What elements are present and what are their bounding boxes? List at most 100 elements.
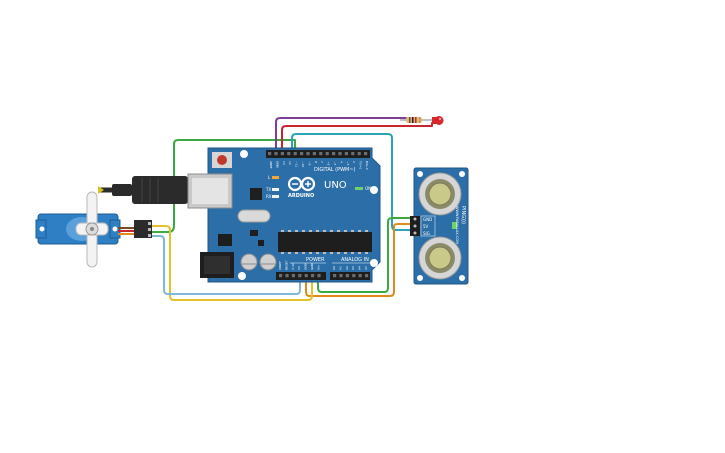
- power-pin-socket[interactable]: [291, 274, 295, 278]
- sensor-mount-hole: [417, 275, 423, 281]
- analog-pin-socket[interactable]: [365, 274, 369, 278]
- digital-pin-label: RX←0: [365, 161, 369, 170]
- ultrasonic-sensor[interactable]: GND 5V SIG PING))) WWW.PARALLAX.COM: [410, 167, 469, 285]
- small-chip: [258, 240, 264, 246]
- voltage-regulator: [218, 234, 232, 246]
- servo-pin: [148, 228, 151, 231]
- analog-pin-label: A3: [351, 266, 355, 270]
- sensor-model: PING))): [460, 206, 466, 224]
- wire-purple-led[interactable]: [275, 117, 407, 153]
- digital-pin-socket[interactable]: [364, 152, 368, 156]
- digital-pin-socket[interactable]: [280, 152, 284, 156]
- rx-led: [272, 195, 279, 198]
- sensor-pin-5v: 5V: [423, 224, 429, 229]
- l-label: L: [268, 175, 271, 180]
- transducer-top-mesh: [428, 182, 452, 206]
- resistor-band: [415, 117, 417, 123]
- digital-pin-label: 12: [288, 161, 292, 165]
- digital-pin-socket[interactable]: [319, 152, 323, 156]
- reset-button[interactable]: [217, 155, 227, 165]
- wire-green-5v[interactable]: [317, 217, 419, 293]
- digital-pin-label: ~6: [327, 161, 331, 166]
- sensor-pin-gnd: GND: [423, 217, 432, 222]
- board-brand: ARDUINO: [288, 193, 314, 199]
- digital-label: DIGITAL (PWM~): [314, 167, 356, 173]
- resistor[interactable]: [400, 117, 428, 123]
- red-led[interactable]: [428, 116, 444, 125]
- power-pin-label: 3.3V: [291, 262, 295, 270]
- digital-pin-label: 4: [339, 161, 343, 163]
- digital-header[interactable]: [266, 150, 370, 158]
- servo-mount-hole: [39, 226, 45, 232]
- power-pin-label: 5V: [297, 265, 301, 270]
- digital-pin-label: TX→1: [359, 160, 363, 169]
- sensor-activity-led: [452, 222, 457, 229]
- digital-pin-socket[interactable]: [287, 152, 291, 156]
- analog-label: ANALOG IN: [341, 257, 369, 263]
- usb-plug-tip: [98, 186, 104, 194]
- wire-yellow-servo-power[interactable]: [151, 225, 313, 301]
- analog-pin-socket[interactable]: [339, 274, 343, 278]
- digital-pin-label: ~9: [307, 161, 311, 166]
- usb-plug-body: [132, 176, 188, 204]
- sensor-pin: [413, 224, 417, 228]
- sensor-pin-sig: SIG: [423, 231, 430, 236]
- digital-pin-label: 2: [352, 161, 356, 163]
- small-chip: [250, 188, 262, 200]
- servo-horn-screw: [90, 227, 94, 231]
- power-pin-socket[interactable]: [311, 274, 315, 278]
- led-dome: [434, 116, 444, 125]
- usb-cable[interactable]: [98, 176, 188, 204]
- power-pin-socket[interactable]: [298, 274, 302, 278]
- power-pin-socket[interactable]: [317, 274, 321, 278]
- digital-pin-socket[interactable]: [338, 152, 342, 156]
- analog-header[interactable]: [330, 272, 370, 280]
- wire-orange-gnd[interactable]: [305, 223, 419, 297]
- digital-pin-label: ~11: [295, 161, 299, 167]
- power-pin-socket[interactable]: [285, 274, 289, 278]
- digital-pin-socket[interactable]: [306, 152, 310, 156]
- wire-lightblue-servo-gnd[interactable]: [151, 235, 301, 295]
- tx-label: TX: [265, 187, 271, 192]
- digital-pin-socket[interactable]: [332, 152, 336, 156]
- power-pin-socket[interactable]: [304, 274, 308, 278]
- analog-pin-socket[interactable]: [352, 274, 356, 278]
- wire-red-led[interactable]: [281, 122, 433, 153]
- digital-pin-socket[interactable]: [293, 152, 297, 156]
- digital-pin-socket[interactable]: [312, 152, 316, 156]
- digital-pin-socket[interactable]: [268, 152, 272, 156]
- atmega-chip: [278, 232, 372, 252]
- digital-pin-label: ~3: [346, 161, 350, 166]
- sensor-mount-hole: [459, 275, 465, 281]
- power-pin-label: GND: [310, 262, 314, 270]
- power-pin-label: Vin: [316, 265, 320, 270]
- servo-connector[interactable]: [134, 220, 152, 238]
- digital-pin-socket[interactable]: [344, 152, 348, 156]
- servo-motor[interactable]: [35, 191, 152, 268]
- sensor-pin-label-box: [420, 215, 436, 237]
- usb-b-port-inner: [192, 178, 228, 204]
- power-pin-socket[interactable]: [279, 274, 283, 278]
- digital-pin-socket[interactable]: [357, 152, 361, 156]
- power-pin-label: IOREF: [278, 261, 282, 270]
- sensor-pin: [413, 217, 417, 221]
- digital-pin-socket[interactable]: [274, 152, 278, 156]
- on-led: [355, 187, 363, 190]
- digital-pin-label: 8: [314, 161, 318, 163]
- digital-pin-label: ~10: [301, 161, 305, 167]
- digital-pin-socket[interactable]: [351, 152, 355, 156]
- digital-pin-socket[interactable]: [325, 152, 329, 156]
- digital-pin-socket[interactable]: [300, 152, 304, 156]
- analog-pin-socket[interactable]: [333, 274, 337, 278]
- crystal-oscillator: [237, 209, 271, 223]
- analog-pin-label: A2: [345, 266, 349, 270]
- power-pin-label: GND: [304, 262, 308, 270]
- led-highlight: [438, 117, 442, 121]
- l-led: [272, 176, 279, 179]
- sensor-mount-hole: [459, 171, 465, 177]
- on-label: ON: [365, 186, 371, 191]
- sensor-mount-hole: [417, 171, 423, 177]
- analog-pin-socket[interactable]: [345, 274, 349, 278]
- analog-pin-socket[interactable]: [358, 274, 362, 278]
